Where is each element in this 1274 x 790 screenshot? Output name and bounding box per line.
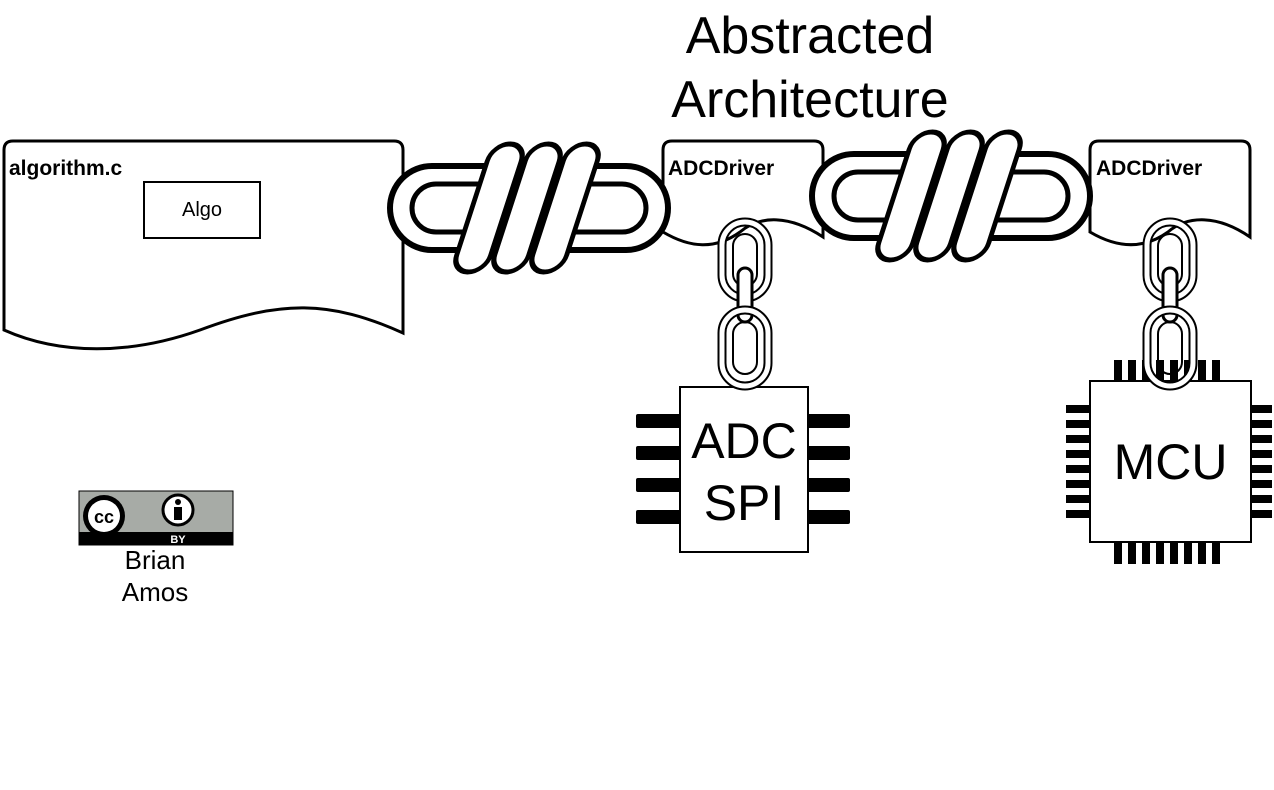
adc-driver-2-label: ADCDriver	[1096, 157, 1203, 180]
adc-chip-label-line1: ADC	[691, 413, 797, 469]
chain-icon	[717, 217, 773, 391]
algorithm-doc-label: algorithm.c	[9, 157, 123, 180]
author-line-2: Amos	[121, 577, 189, 607]
mcu-chip-label: MCU	[1113, 434, 1228, 490]
adc-chip-label-line2: SPI	[703, 475, 785, 531]
svg-text:cc: cc	[94, 507, 114, 527]
algo-box: Algo	[143, 181, 261, 239]
mcu-chip-shape	[1066, 360, 1272, 564]
diagram-title: Abstracted Architecture	[671, 7, 949, 129]
algorithm-doc-shape	[2, 139, 405, 351]
adc-driver-1-shape	[661, 139, 825, 247]
cc-by-icon: cc	[78, 490, 234, 546]
adc-chip-shape	[636, 386, 850, 553]
cc-badge-text: BY	[170, 534, 186, 546]
chain-icon	[1142, 217, 1198, 391]
author-name: Brian Amos	[90, 544, 220, 608]
rope-knot-icon	[809, 129, 1093, 263]
rope-knot-icon	[387, 141, 671, 275]
adc-driver-2-shape	[1088, 139, 1252, 247]
adc-driver-1-label: ADCDriver	[668, 157, 775, 180]
author-line-1: Brian	[124, 545, 186, 575]
